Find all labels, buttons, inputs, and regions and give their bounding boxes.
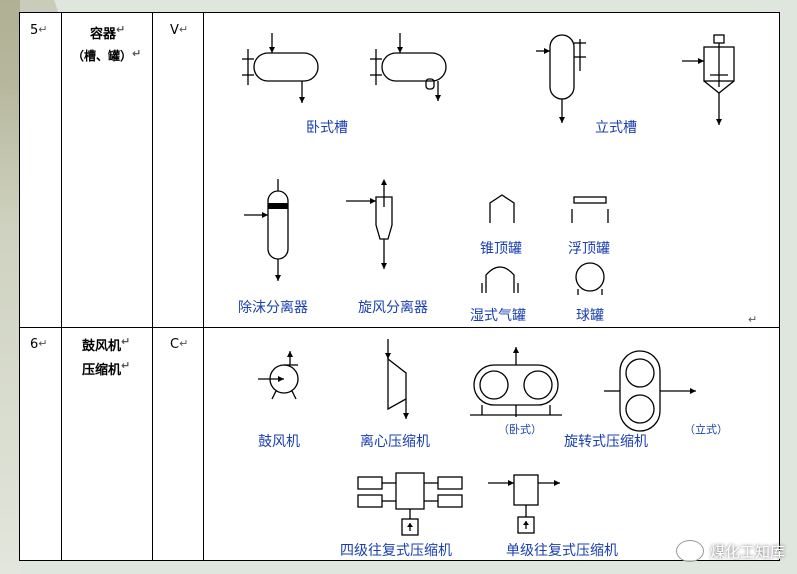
row-divider (20, 327, 779, 328)
sphere-tank-symbol (575, 262, 605, 295)
blower-label: 鼓风机 (258, 434, 300, 450)
horizontal-tank-boot-symbol (370, 33, 447, 101)
vertical-tank-label: 立式槽 (595, 120, 637, 136)
cone-roof-tank-label: 锥顶罐 (480, 241, 522, 257)
equipment-code: C↵ (170, 337, 189, 352)
horizontal-rotary-compressor-symbol (470, 347, 562, 417)
equipment-name-sub: （槽、罐）↵ (72, 47, 142, 63)
horizontal-note-label: （卧式） (498, 423, 542, 436)
watermark: 煤化工知库 (675, 540, 785, 562)
row-number: 5↵ (30, 23, 48, 38)
column-divider (203, 13, 204, 560)
equipment-symbol-table: 5↵ 容器↵ （槽、罐）↵ V↵ 6↵ 鼓风机↵ 压缩机↵ C↵ (19, 12, 780, 561)
floating-roof-tank-label: 浮顶罐 (568, 241, 610, 257)
background-band (0, 0, 20, 574)
cyclone-separator-symbol (346, 179, 393, 269)
centrifugal-compressor-label: 离心压缩机 (360, 434, 430, 450)
rotary-compressor-label: 旋转式压缩机 (564, 434, 648, 450)
cone-roof-tank-symbol (489, 194, 515, 223)
row-number: 6↵ (30, 337, 48, 352)
demister-separator-label: 除沫分离器 (238, 300, 308, 316)
cyclone-separator-label: 旋风分离器 (358, 300, 428, 316)
single-stage-compressor-label: 单级往复式压缩机 (506, 543, 618, 559)
column-divider (61, 13, 62, 560)
vertical-rotary-compressor-symbol (604, 350, 696, 432)
horizontal-tank-label: 卧式槽 (306, 120, 348, 136)
equipment-name: 鼓风机↵ (82, 335, 131, 354)
blower-symbol (258, 351, 299, 400)
centrifugal-compressor-symbol (385, 339, 409, 419)
single-stage-reciprocating-compressor-symbol (488, 474, 560, 534)
vertical-tank-symbol (536, 34, 586, 123)
paragraph-mark: ↵ (748, 313, 758, 326)
equipment-name: 容器↵ (90, 23, 126, 42)
horizontal-tank-symbol (242, 33, 319, 103)
floating-roof-tank-symbol (571, 196, 609, 223)
four-stage-compressor-label: 四级往复式压缩机 (340, 543, 452, 559)
watermark-text: 煤化工知库 (709, 542, 785, 561)
agitated-vessel-symbol (682, 34, 735, 125)
wet-gasholder-symbol (481, 266, 519, 293)
equipment-code: V↵ (170, 23, 189, 38)
vertical-note-label: （立式） (684, 423, 728, 436)
column-divider (152, 13, 153, 560)
equipment-name-sub: 压缩机↵ (82, 359, 131, 378)
wet-gasholder-label: 湿式气罐 (470, 308, 526, 324)
demister-separator-symbol (244, 179, 289, 281)
four-stage-reciprocating-compressor-symbol (357, 472, 463, 536)
chat-bubble-icon (675, 540, 704, 562)
sphere-tank-label: 球罐 (576, 308, 604, 324)
